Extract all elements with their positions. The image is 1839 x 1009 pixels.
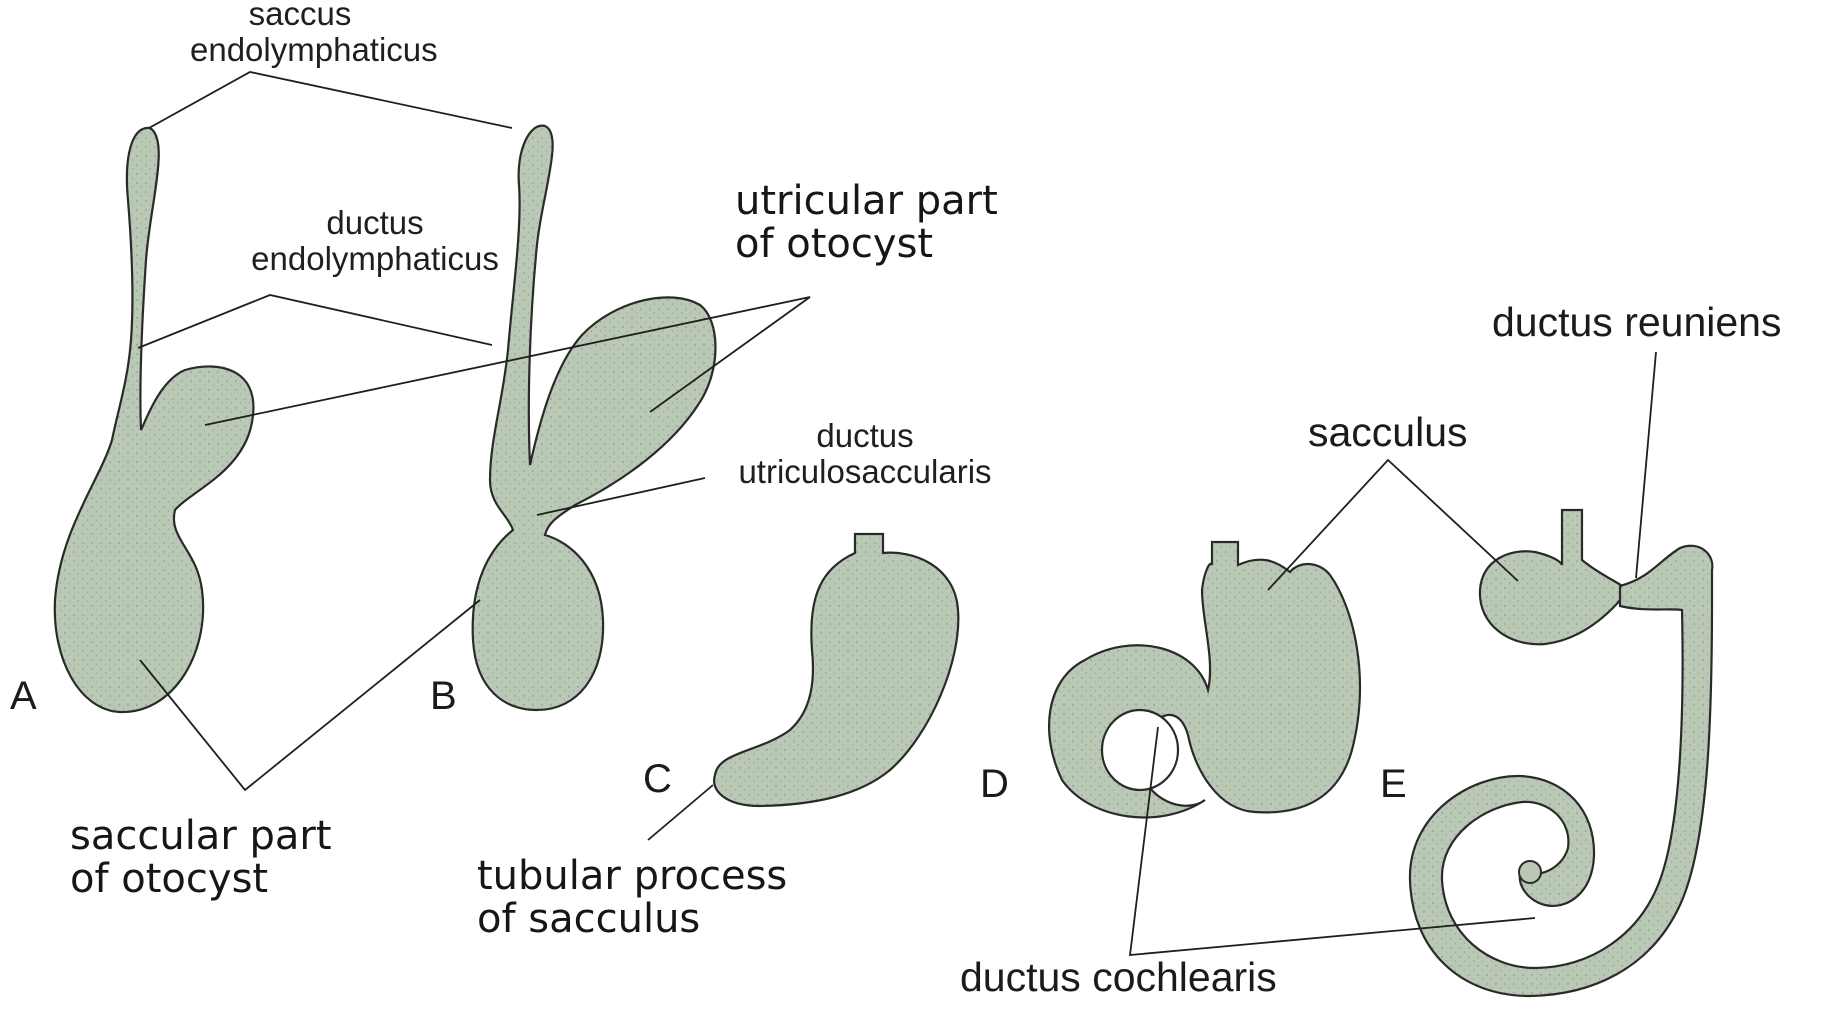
label-ductus-endo-line2: endolymphaticus	[240, 241, 510, 277]
spiral-core-e	[1519, 861, 1541, 883]
label-utricular-part: utricular part of otocyst	[735, 180, 998, 266]
label-ductus-endolymphaticus: ductus endolymphaticus	[240, 205, 510, 276]
label-saccular-line1: saccular part	[70, 815, 332, 858]
label-tubular-line2: of sacculus	[477, 898, 787, 941]
panel-letter-d: D	[980, 763, 1009, 806]
panel-letter-e: E	[1380, 763, 1407, 806]
label-tubular-line1: tubular process	[477, 855, 787, 898]
label-sacculus: sacculus	[1308, 410, 1468, 454]
label-tubular-process: tubular process of sacculus	[477, 855, 787, 941]
label-utricular-line2: of otocyst	[735, 223, 998, 266]
label-utriculosaccularis-line2: utriculosaccularis	[715, 454, 1015, 490]
label-saccus-endolymphaticus: saccus endolymphaticus	[190, 0, 410, 67]
label-ductus-cochlearis: ductus cochlearis	[960, 955, 1277, 999]
leader-reuniens	[1636, 352, 1656, 578]
sacculus-d	[1049, 542, 1360, 817]
label-utricular-line1: utricular part	[735, 180, 998, 223]
sacculus-e	[1480, 510, 1628, 644]
label-utriculosaccularis-line1: ductus	[715, 418, 1015, 454]
leader-ductus-endo	[138, 295, 492, 348]
sacculus-c	[714, 534, 958, 806]
label-ductus-reuniens: ductus reuniens	[1492, 300, 1781, 344]
panel-letter-c: C	[643, 758, 672, 801]
label-saccular-part: saccular part of otocyst	[70, 815, 332, 901]
label-saccus-line2: endolymphaticus	[190, 32, 410, 68]
leader-saccus	[149, 72, 512, 128]
otocyst-a	[55, 128, 254, 712]
cochlear-hole-d	[1102, 710, 1178, 790]
label-saccus-line1: saccus	[190, 0, 410, 32]
panel-letter-a: A	[10, 675, 37, 718]
label-ductus-utriculosaccularis: ductus utriculosaccularis	[715, 418, 1015, 489]
label-saccular-line2: of otocyst	[70, 858, 332, 901]
panel-letter-b: B	[430, 675, 457, 718]
label-ductus-endo-line1: ductus	[240, 205, 510, 241]
